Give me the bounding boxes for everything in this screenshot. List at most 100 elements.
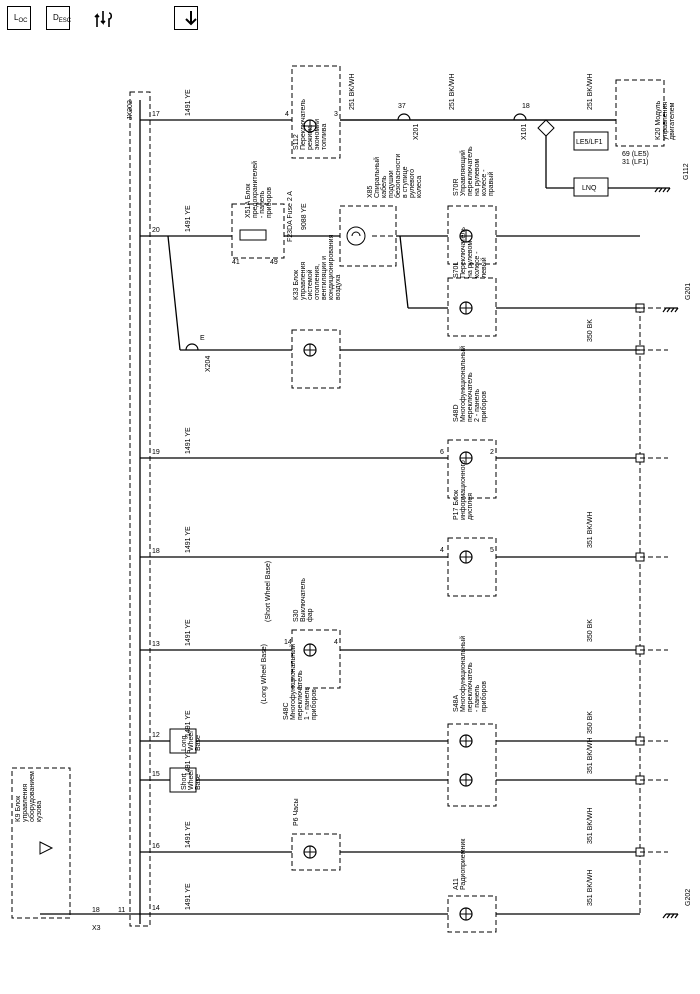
branch-wire-label: 1491 YE [185, 205, 192, 232]
lnq-label: LNQ [582, 185, 597, 192]
p17-wire: 351 BK/WH [587, 511, 594, 548]
le5-box [573, 131, 609, 151]
branch-pin: 18 [152, 548, 160, 555]
clockspring-icon [346, 226, 366, 246]
p17-pin1: 4 [440, 547, 444, 554]
s48c-variant: (Long Wheel Base) [261, 644, 268, 704]
jx202-label: JX202 [127, 100, 134, 120]
g201-label: G201 [685, 283, 692, 300]
p17-title: P17 Блокинформационногодисплея [453, 460, 474, 520]
s30-wire: 350 BK [587, 619, 594, 642]
branch-pin: 15 [152, 771, 160, 778]
s112-pin1: 4 [285, 111, 289, 118]
s48a-title: S48AМногофункциональныйпереключатель- па… [453, 636, 488, 712]
k33-box [291, 329, 341, 389]
a11-title: A11Радиоприемник [453, 838, 467, 890]
g112-ground-icon [654, 187, 671, 193]
le5-label: LE5/LF1 [576, 139, 603, 146]
x101-label: X101 [521, 124, 528, 140]
flow-icon [94, 11, 113, 27]
branch-wire-label: 1491 YE [185, 821, 192, 848]
s48d-pin1: 6 [440, 449, 444, 456]
x204-pin: E [200, 335, 205, 342]
s112-title: S112Переключательрежимаэкономиитоплива [293, 99, 328, 150]
lnq-box [573, 177, 609, 197]
s30-title: S30Выключательфар [293, 578, 314, 622]
s70r-title: S70RУправляющийпереключательна рулевомко… [453, 146, 495, 196]
branch-pin: 16 [152, 843, 160, 850]
branch-wire-label: 1491 YE [185, 526, 192, 553]
s112-pin2: 3 [334, 111, 338, 118]
s48d-title: S48DМногофункциональныйпереключатель2 - … [453, 346, 488, 422]
a11-box [447, 895, 497, 933]
fuse-icon [239, 229, 267, 241]
flow-button[interactable] [86, 6, 113, 30]
x51a-pin1: 41 [232, 259, 240, 266]
s48a-box [447, 723, 497, 807]
a11-wire: 351 BK/WH [587, 869, 594, 906]
short-wheelbase-box [169, 767, 197, 793]
branch-pin: 19 [152, 449, 160, 456]
branch-wire-label: 1491 YE [185, 749, 192, 776]
toolbar: LOC DESC [0, 0, 700, 40]
down-button[interactable] [174, 6, 198, 30]
x85-wire: 9088 YE [301, 203, 308, 230]
down-arrow-icon [185, 11, 197, 26]
p17-pin2: 5 [490, 547, 494, 554]
k9-amp-icon [39, 841, 54, 855]
s112-wire: 251 BK/WH [349, 73, 356, 110]
branch-pin: 20 [152, 227, 160, 234]
k33-wire-label: 350 BK [587, 319, 594, 342]
fuse-label: F23DA Fuse 2 A [287, 191, 294, 242]
long-wheelbase-box [169, 728, 197, 754]
k20-p1: 69 (LE5) [622, 151, 649, 158]
long-wheelbase-label: LongWheelBase [181, 731, 202, 751]
p6-title: P6 Часы [293, 798, 300, 826]
branch-wire-label: 1491 YE [185, 710, 192, 737]
x101-wire: 251 BK/WH [587, 73, 594, 110]
branch-wire-label: 1491 YE [185, 619, 192, 646]
branch-wire-label: 1491 YE [185, 89, 192, 116]
splice-diamond-icon [537, 119, 555, 137]
branch-pin: 13 [152, 641, 160, 648]
s30-pin1: 14 [284, 639, 292, 646]
x101-pin: 18 [522, 103, 530, 110]
branch-wire-label: 1491 YE [185, 427, 192, 454]
s48d-pin2: 2 [490, 449, 494, 456]
p17-box [447, 537, 497, 597]
k33-feed [167, 235, 181, 351]
branch-wire-label: 1491 YE [185, 883, 192, 910]
k9-conn: X3 [92, 925, 101, 932]
p6-wire: 351 BK/WH [587, 807, 594, 844]
k9-pin-mid: 11 [118, 907, 125, 914]
short-wheelbase-label: ShortWheelBase [181, 770, 202, 790]
x201-connector-icon [397, 113, 411, 121]
x201-wire: 251 BK/WH [449, 73, 456, 110]
x201-pin: 37 [398, 103, 406, 110]
k20-box [615, 79, 665, 147]
clockspring-coil [351, 231, 361, 237]
g201-ground-icon [662, 307, 679, 313]
s30-variant: (Short Wheel Base) [265, 561, 272, 622]
s70l-title: S70LПереключательна рулевомколесе -левый [453, 227, 488, 278]
loc-button[interactable]: LOC [7, 6, 31, 30]
g202-ground-icon [662, 913, 679, 919]
g202-label: G202 [685, 889, 692, 906]
g112-label: G112 [683, 163, 690, 180]
s70l-wire [399, 235, 409, 309]
s48c-title: S48CМногофункциональныйпереключатель1 - … [283, 644, 318, 720]
branch-pin: 14 [152, 905, 160, 912]
x101-connector-icon [513, 113, 527, 121]
s48d-box [447, 439, 497, 499]
k9-pin: 18 [92, 907, 100, 914]
x204-connector-icon [185, 343, 199, 351]
x85-title: X85Спиральныйкабельподушкибезопасностив … [367, 154, 423, 198]
x204-label: X204 [205, 356, 212, 372]
k20-title: K20 Модульуправлениядвигателем [655, 100, 676, 140]
x51a-pin2: 49 [270, 259, 278, 266]
k33-title: K33 Блокуправлениясистемойотопления,вент… [293, 234, 342, 300]
desc-button[interactable]: DESC [46, 6, 71, 30]
x51a-title: X51A Блокпредохранителей- панельприборов [245, 161, 273, 218]
k20-p2: 31 (LF1) [622, 159, 648, 166]
